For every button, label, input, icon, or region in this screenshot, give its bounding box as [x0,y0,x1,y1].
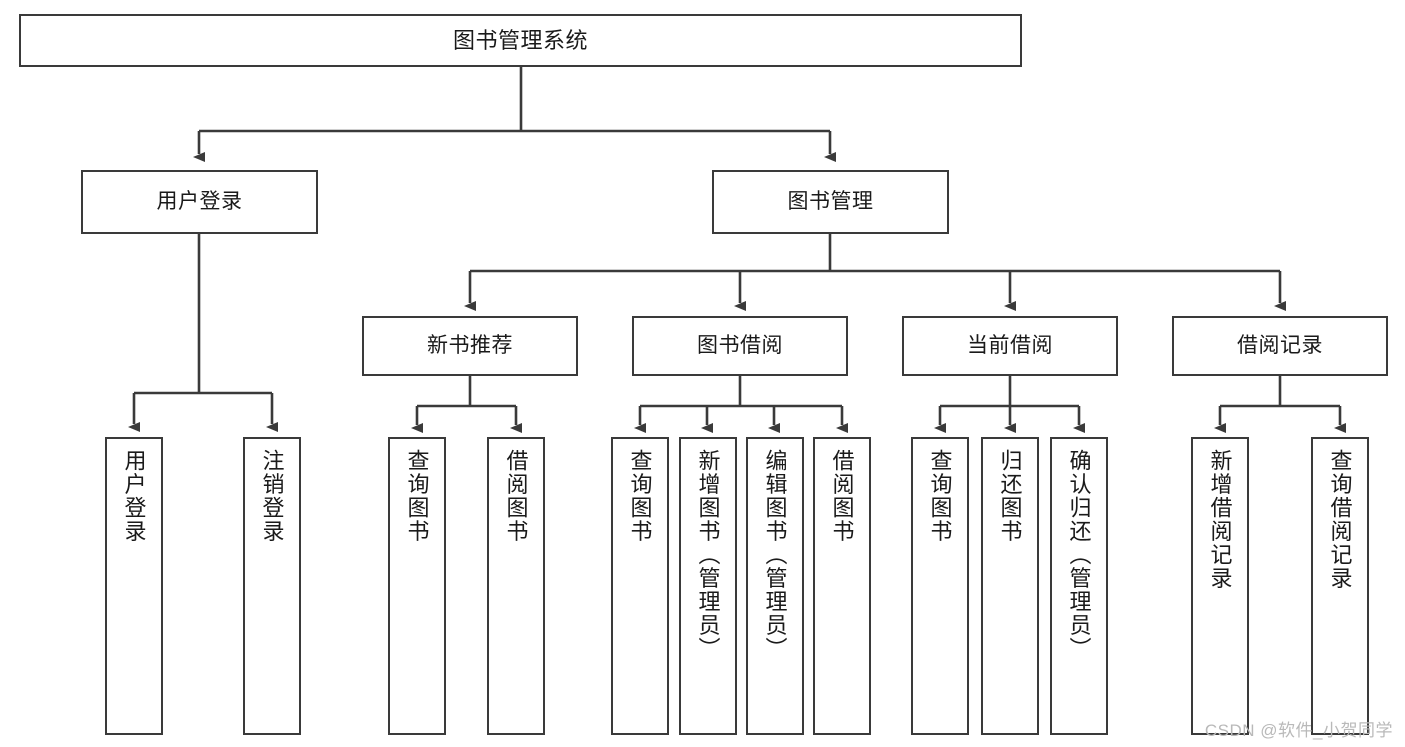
leaf-query-borrow-record[interactable]: 查询借阅记录 [1311,437,1369,735]
leaf-borrow-books-recommend[interactable]: 借阅图书 [487,437,545,735]
node-label: 借阅图书 [503,449,529,543]
leaf-borrow-book[interactable]: 借阅图书 [813,437,871,735]
node-label: 查询借阅记录 [1327,449,1353,590]
node-borrow-records[interactable]: 借阅记录 [1172,316,1388,376]
node-label: 归还图书 [997,449,1023,543]
node-label: 图书借阅 [697,333,783,357]
node-label: 图书管理系统 [452,27,588,53]
node-label: 借阅记录 [1237,333,1323,357]
leaf-query-books-borrow[interactable]: 查询图书 [611,437,669,735]
node-label: 用户登录 [121,449,147,543]
node-label: 查询图书 [927,449,953,543]
leaf-query-books-current[interactable]: 查询图书 [911,437,969,735]
leaf-user-login[interactable]: 用户登录 [105,437,163,735]
node-label: 查询图书 [404,449,430,543]
node-new-book-recommendation[interactable]: 新书推荐 [362,316,578,376]
node-label: 借阅图书 [829,449,855,543]
leaf-edit-book-admin[interactable]: 编辑图书（管理员） [746,437,804,735]
node-current-borrow[interactable]: 当前借阅 [902,316,1118,376]
node-root-book-management-system[interactable]: 图书管理系统 [19,14,1022,67]
node-book-management[interactable]: 图书管理 [712,170,949,234]
leaf-add-borrow-record[interactable]: 新增借阅记录 [1191,437,1249,735]
node-user-login[interactable]: 用户登录 [81,170,318,234]
node-label: 确认归还（管理员） [1066,449,1092,661]
node-label: 新书推荐 [427,333,513,357]
node-label: 新增图书（管理员） [695,449,721,661]
node-label: 用户登录 [156,189,243,213]
node-label: 注销登录 [259,449,285,543]
node-book-borrow[interactable]: 图书借阅 [632,316,848,376]
leaf-query-books-recommend[interactable]: 查询图书 [388,437,446,735]
node-label: 新增借阅记录 [1207,449,1233,590]
leaf-return-book[interactable]: 归还图书 [981,437,1039,735]
node-label: 图书管理 [787,189,874,213]
node-label: 查询图书 [627,449,653,543]
node-label: 当前借阅 [967,333,1053,357]
leaf-logout[interactable]: 注销登录 [243,437,301,735]
csdn-watermark: CSDN @软件_小贺同学 [1204,721,1393,740]
leaf-add-book-admin[interactable]: 新增图书（管理员） [679,437,737,735]
leaf-confirm-return-admin[interactable]: 确认归还（管理员） [1050,437,1108,735]
node-label: 编辑图书（管理员） [762,449,788,661]
